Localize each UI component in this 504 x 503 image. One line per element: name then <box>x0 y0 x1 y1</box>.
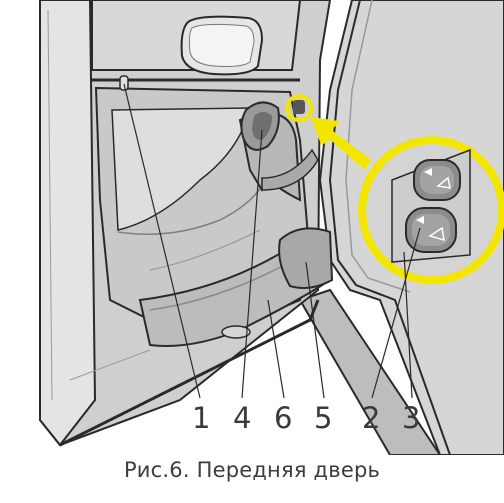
speaker-cover <box>278 227 334 289</box>
callout-4: 4 <box>233 401 251 435</box>
callout-1: 1 <box>192 401 210 435</box>
figure-caption: Рис.6. Передняя дверь <box>123 458 381 482</box>
callout-2: 2 <box>362 401 380 435</box>
leader-lines <box>123 83 421 399</box>
callout-5: 5 <box>314 401 332 435</box>
pocket-handle <box>221 325 251 339</box>
door-opening-edge <box>328 0 451 455</box>
door-illustration: 1 4 6 5 2 3 <box>39 0 504 455</box>
callout-6: 6 <box>274 401 292 435</box>
pointer-arrow <box>310 116 372 170</box>
switch-location-circle <box>285 94 313 122</box>
lock-knob <box>119 75 129 91</box>
door-sill <box>298 288 442 455</box>
callout-3: 3 <box>402 401 420 435</box>
